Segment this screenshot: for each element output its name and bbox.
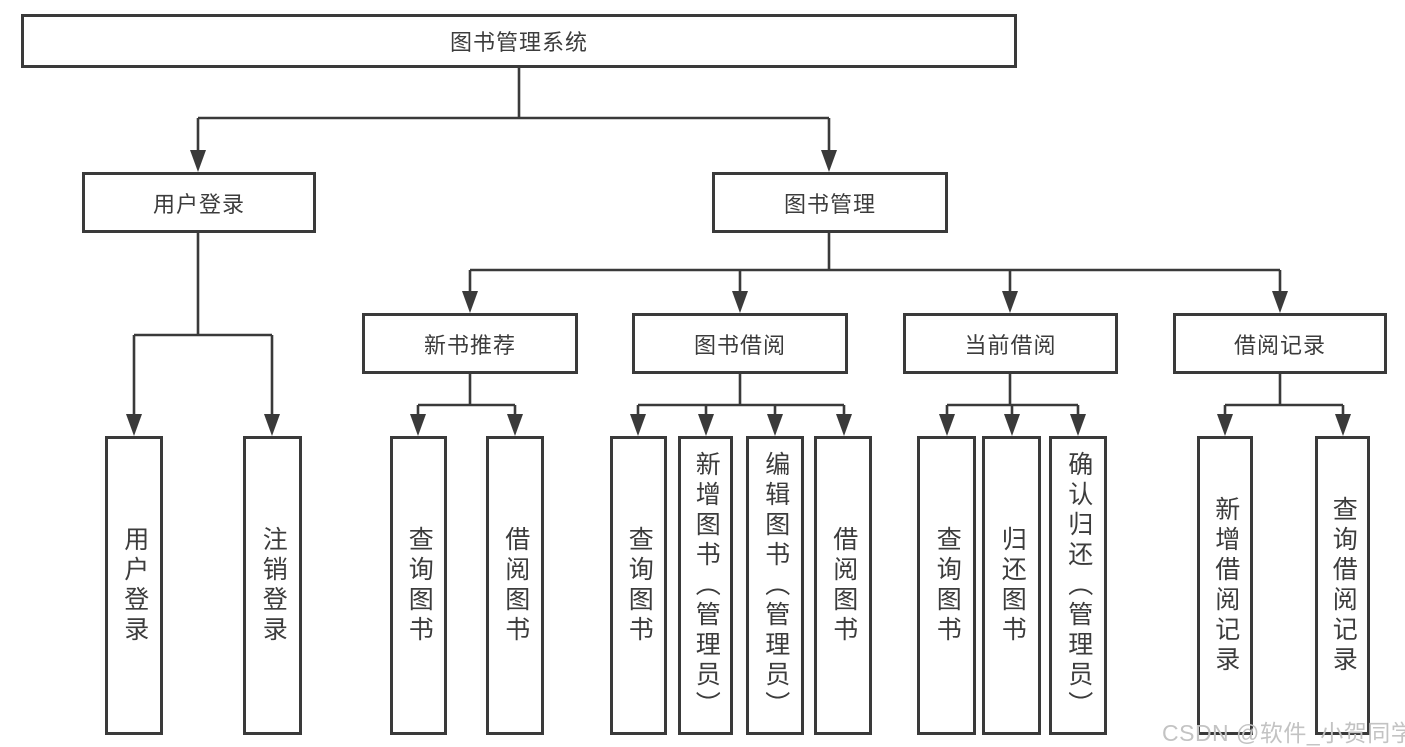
leaf-current-confirm-return-admin: 确认归还（管理员） [1049,436,1107,735]
leaf-borrow-add-books-admin: 新增图书（管理员） [678,436,733,735]
leaf-borrow-borrow-books: 借阅图书 [814,436,872,735]
edges-borrow-records [1217,374,1351,436]
node-new-books: 新书推荐 [362,313,578,374]
node-borrow-records: 借阅记录 [1173,313,1387,374]
edges-root-to-level2 [190,68,837,172]
node-root: 图书管理系统 [21,14,1017,68]
edges-user-login [126,233,280,436]
edges-current-borrow [939,374,1086,436]
leaf-user-login: 用户登录 [105,436,163,735]
leaf-borrow-edit-books-admin: 编辑图书（管理员） [746,436,804,735]
node-book-borrow: 图书借阅 [632,313,848,374]
edges-new-books [410,374,523,436]
leaf-records-query-borrow-record: 查询借阅记录 [1315,436,1370,735]
node-current-borrow: 当前借阅 [903,313,1118,374]
node-user-login: 用户登录 [82,172,316,233]
leaf-newbooks-borrow-books: 借阅图书 [486,436,544,735]
leaf-records-add-borrow-record: 新增借阅记录 [1197,436,1253,735]
leaf-current-query-books: 查询图书 [917,436,976,735]
edges-book-mgmt [462,233,1288,313]
csdn-watermark: CSDN @软件_小贺同学 [1162,720,1405,746]
leaf-newbooks-query-books: 查询图书 [390,436,447,735]
edges-book-borrow [630,374,852,436]
leaf-logout: 注销登录 [243,436,302,735]
leaf-current-return-books: 归还图书 [982,436,1041,735]
node-book-mgmt: 图书管理 [712,172,948,233]
leaf-borrow-query-books: 查询图书 [610,436,667,735]
